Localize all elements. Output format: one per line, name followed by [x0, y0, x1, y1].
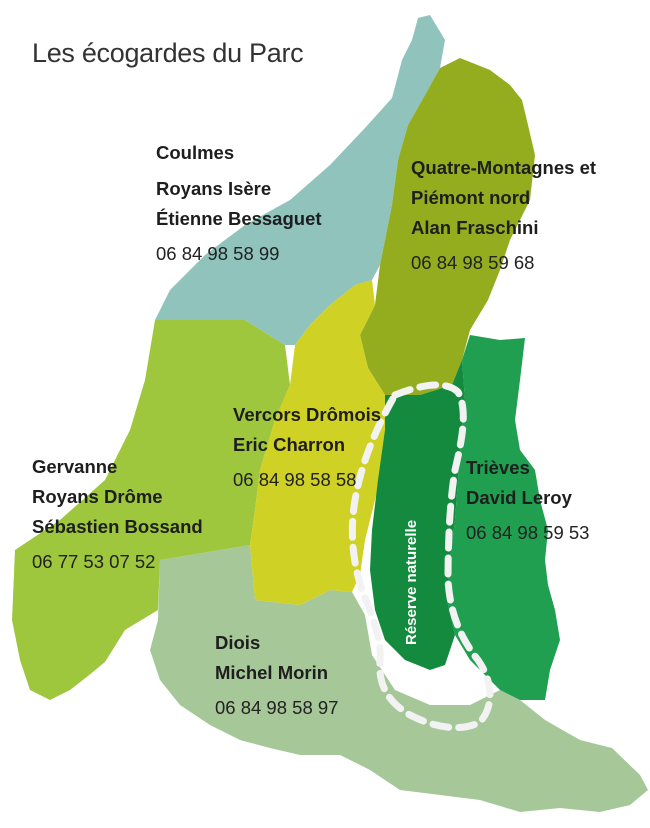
map-title: Les écogardes du Parc [32, 38, 304, 68]
region-name: Coulmes [156, 142, 235, 163]
phone-number[interactable]: 06 77 53 07 52 [32, 551, 156, 572]
phone-number[interactable]: 06 84 98 58 97 [215, 697, 339, 718]
region-name: Gervanne [32, 456, 118, 477]
region-trieves[interactable] [447, 335, 560, 700]
agent-name: Étienne Bessaguet [156, 208, 322, 229]
agent-name: David Leroy [466, 487, 572, 508]
phone-number[interactable]: 06 84 98 59 53 [466, 522, 590, 543]
label-coulmes: Coulmes Royans Isère Étienne Bessaguet 0… [156, 138, 322, 269]
agent-name: Eric Charron [233, 434, 346, 455]
phone-number[interactable]: 06 84 98 58 58 [233, 469, 357, 490]
region-gervanne[interactable] [12, 320, 290, 700]
agent-name: Sébastien Bossand [32, 516, 203, 537]
phone-number[interactable]: 06 84 98 59 68 [411, 252, 535, 273]
region-name-2: Piémont nord [411, 187, 531, 208]
region-name-2: Royans Drôme [32, 486, 163, 507]
region-name: Diois [215, 632, 261, 653]
label-vercors-dromois: Vercors Drômois Eric Charron 06 84 98 58… [233, 400, 381, 495]
region-name: Trièves [466, 457, 530, 478]
phone-number[interactable]: 06 84 98 58 99 [156, 243, 280, 264]
region-name: Vercors Drômois [233, 404, 382, 425]
region-name-2: Royans Isère [156, 178, 272, 199]
label-trieves: Trièves David Leroy 06 84 98 59 53 [466, 453, 589, 548]
label-diois: Diois Michel Morin 06 84 98 58 97 [215, 628, 338, 723]
region-diois[interactable] [150, 545, 648, 812]
region-reserve-naturelle[interactable] [370, 360, 465, 670]
agent-name: Michel Morin [215, 662, 329, 683]
region-name: Quatre-Montagnes et [411, 157, 597, 178]
reserve-boundary-line [348, 381, 494, 732]
label-gervanne: Gervanne Royans Drôme Sébastien Bossand … [32, 452, 203, 577]
region-quatre-montagnes[interactable] [360, 58, 535, 395]
agent-name: Alan Fraschini [411, 217, 539, 238]
region-coulmes[interactable] [155, 15, 445, 345]
reserve-naturelle-label: Réserve naturelle [403, 519, 420, 645]
label-quatre-montagnes: Quatre-Montagnes et Piémont nord Alan Fr… [411, 153, 596, 278]
